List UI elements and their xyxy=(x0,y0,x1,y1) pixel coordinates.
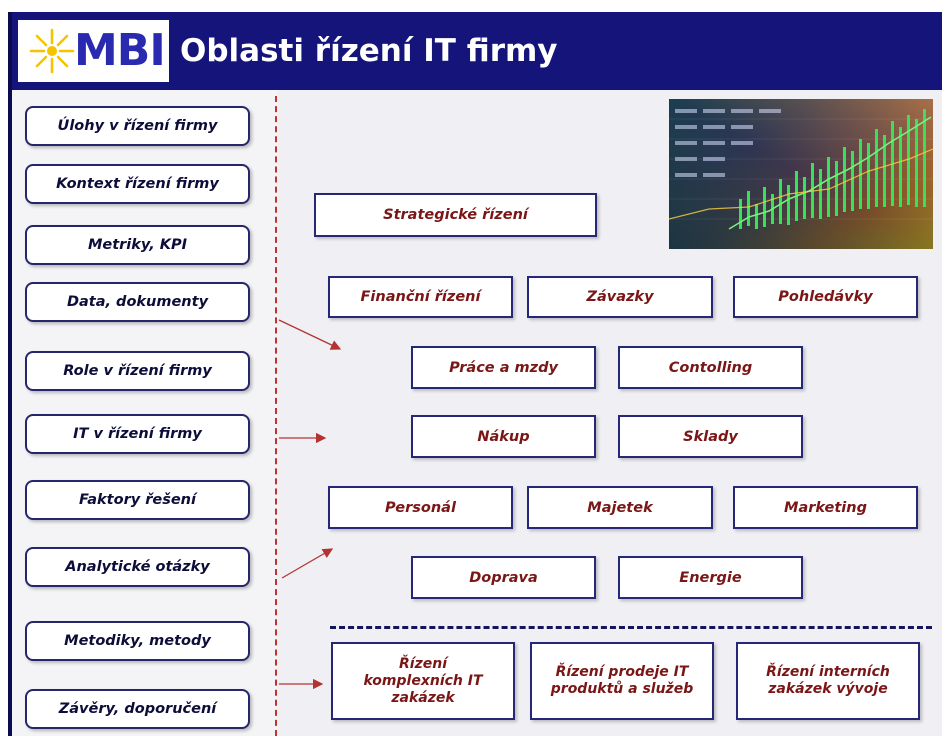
page-title: Oblasti řízení IT firmy xyxy=(180,33,558,69)
sidebar-divider xyxy=(275,96,277,736)
area-energy[interactable]: Energie xyxy=(618,556,803,599)
area-label: Řízení interních zakázek vývoje xyxy=(766,664,890,697)
area-label: Strategické řízení xyxy=(383,207,528,223)
area-it-internal-dev[interactable]: Řízení interních zakázek vývoje xyxy=(736,642,920,720)
sun-icon xyxy=(29,28,75,74)
area-strategic[interactable]: Strategické řízení xyxy=(314,193,597,237)
area-finance[interactable]: Finanční řízení xyxy=(328,276,513,318)
sidebar-item-metriky[interactable]: Metriky, KPI xyxy=(25,225,250,265)
area-label: Pohledávky xyxy=(778,289,873,305)
sidebar-item-label: IT v řízení firmy xyxy=(73,426,202,442)
stock-chart-image xyxy=(669,99,933,249)
sidebar-item-label: Kontext řízení firmy xyxy=(56,176,219,192)
area-label: Závazky xyxy=(586,289,654,305)
area-transport[interactable]: Doprava xyxy=(411,556,596,599)
area-label: Řízení komplexních IT zakázek xyxy=(363,655,483,706)
sidebar-item-label: Faktory řešení xyxy=(79,492,196,508)
mbi-logo: MBI xyxy=(18,20,169,82)
area-label: Sklady xyxy=(683,428,738,445)
area-assets[interactable]: Majetek xyxy=(527,486,713,529)
sidebar-item-kontext[interactable]: Kontext řízení firmy xyxy=(25,164,250,204)
area-label: Finanční řízení xyxy=(360,289,481,305)
area-label: Majetek xyxy=(587,499,653,516)
logo-text: MBI xyxy=(74,25,166,76)
area-label: Energie xyxy=(679,569,742,586)
area-label: Nákup xyxy=(477,428,530,445)
sidebar-item-faktory[interactable]: Faktory řešení xyxy=(25,480,250,520)
area-label: Marketing xyxy=(784,499,867,516)
area-marketing[interactable]: Marketing xyxy=(733,486,918,529)
sidebar-item-label: Úlohy v řízení firmy xyxy=(57,118,218,134)
sidebar-item-label: Metodiky, metody xyxy=(64,633,211,649)
area-purchasing[interactable]: Nákup xyxy=(411,415,596,458)
sidebar-item-metodiky[interactable]: Metodiky, metody xyxy=(25,621,250,661)
area-it-sales[interactable]: Řízení prodeje IT produktů a služeb xyxy=(530,642,714,720)
area-payroll[interactable]: Práce a mzdy xyxy=(411,346,596,389)
area-warehouses[interactable]: Sklady xyxy=(618,415,803,458)
sidebar-item-label: Role v řízení firmy xyxy=(63,363,212,379)
area-liabilities[interactable]: Závazky xyxy=(527,276,713,318)
area-controlling[interactable]: Contolling xyxy=(618,346,803,389)
area-personnel[interactable]: Personál xyxy=(328,486,513,529)
sidebar-item-analyticke[interactable]: Analytické otázky xyxy=(25,547,250,587)
area-label: Contolling xyxy=(668,359,753,376)
area-label: Doprava xyxy=(469,569,538,586)
area-receivables[interactable]: Pohledávky xyxy=(733,276,918,318)
sidebar-item-label: Analytické otázky xyxy=(65,559,210,575)
sidebar-item-data[interactable]: Data, dokumenty xyxy=(25,282,250,322)
area-label: Personál xyxy=(385,499,456,516)
header-bar: MBI Oblasti řízení IT firmy xyxy=(8,12,942,90)
area-label: Řízení prodeje IT produktů a služeb xyxy=(550,664,694,697)
sidebar-item-ulohy[interactable]: Úlohy v řízení firmy xyxy=(25,106,250,146)
section-separator xyxy=(330,626,932,629)
sidebar-item-zavery[interactable]: Závěry, doporučení xyxy=(25,689,250,729)
sidebar-item-role[interactable]: Role v řízení firmy xyxy=(25,351,250,391)
sidebar-item-it[interactable]: IT v řízení firmy xyxy=(25,414,250,454)
area-it-complex-orders[interactable]: Řízení komplexních IT zakázek xyxy=(331,642,515,720)
area-label: Práce a mzdy xyxy=(449,359,558,376)
sidebar-item-label: Data, dokumenty xyxy=(66,294,209,310)
sidebar-item-label: Závěry, doporučení xyxy=(58,701,217,717)
sidebar-item-label: Metriky, KPI xyxy=(87,237,188,253)
